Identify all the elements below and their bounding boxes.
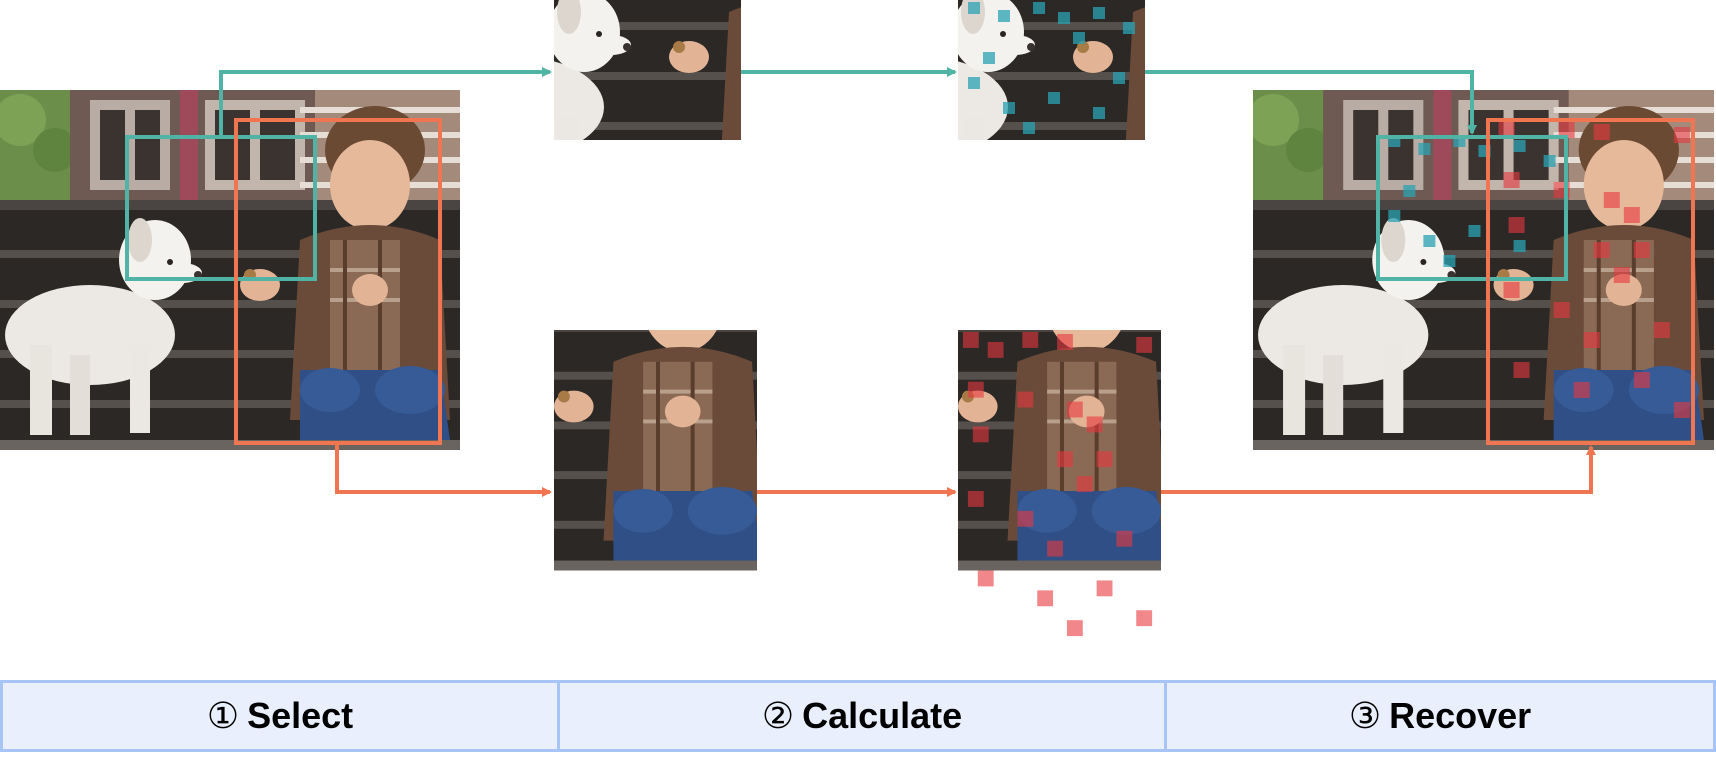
- orange-recovered-box: [1486, 118, 1695, 445]
- stage-calculate: ② Calculate: [557, 683, 1164, 749]
- recovered-photo: [1253, 90, 1716, 450]
- orange-selection-box: [234, 118, 442, 445]
- stage-calculate-number: ②: [761, 695, 795, 736]
- teal-selection-box: [125, 135, 317, 281]
- orange-arrow-select: [335, 443, 552, 497]
- stage-select-number: ①: [206, 695, 240, 736]
- crop-boy-region-patched: [958, 330, 1161, 650]
- orange-arrow-recover: [1161, 445, 1596, 494]
- crop-dog-region-patched: [958, 0, 1145, 140]
- stage-recover: ③ Recover: [1164, 683, 1713, 749]
- stage-recover-number: ③: [1348, 695, 1382, 736]
- stage-label-strip: ① Select ② Calculate ③ Recover: [0, 680, 1716, 752]
- teal-recovered-box: [1376, 135, 1568, 281]
- stage-calculate-label: Calculate: [802, 695, 963, 736]
- stage-select: ① Select: [3, 683, 557, 749]
- teal-arrow-select: [219, 67, 552, 137]
- stage-select-label: Select: [247, 695, 354, 736]
- stage-recover-label: Recover: [1389, 695, 1532, 736]
- teal-arrow-recover: [1145, 70, 1477, 135]
